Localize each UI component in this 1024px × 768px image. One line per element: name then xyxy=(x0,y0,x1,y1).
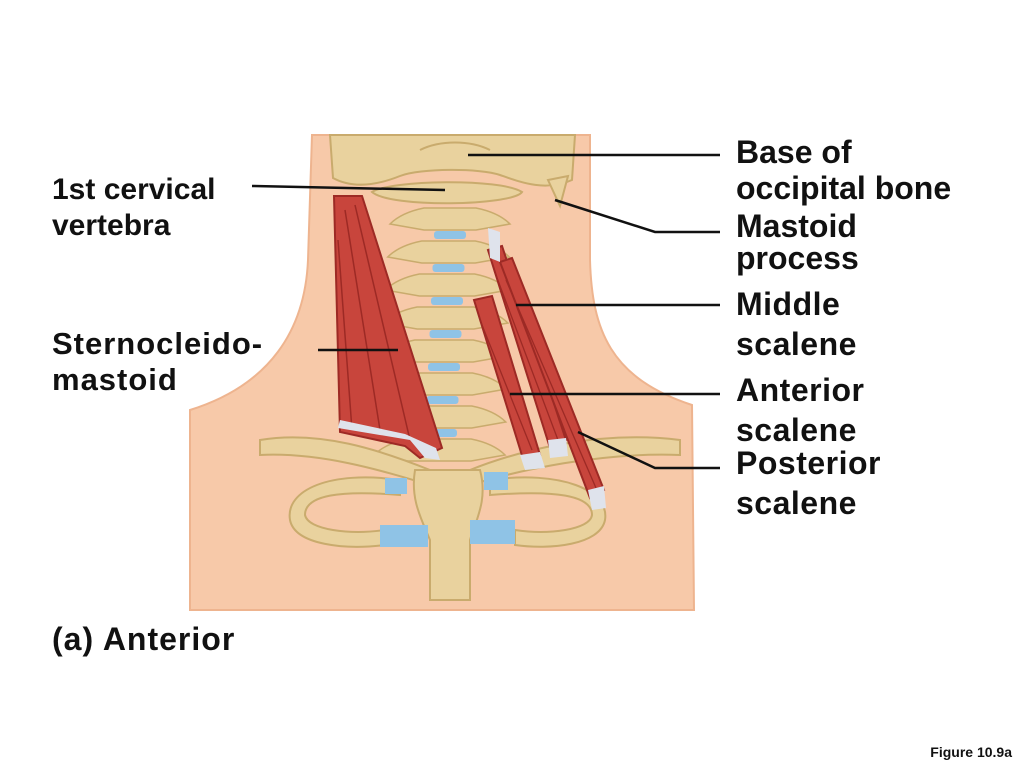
label-sternocleidomastoid: Sternocleido-mastoid xyxy=(52,326,264,397)
mastoid-process xyxy=(546,174,570,209)
intervertebral-disc xyxy=(431,297,463,305)
leader-mastoid xyxy=(554,198,720,234)
right-costal-cartilage xyxy=(484,472,508,490)
leader-lines xyxy=(251,153,720,470)
cervical-vertebra xyxy=(386,240,511,264)
cervical-vertebra xyxy=(388,207,512,231)
left-second-cartilage xyxy=(380,525,428,547)
left-costal-cartilage xyxy=(385,478,407,494)
occipital-bone xyxy=(328,134,577,187)
intervertebral-disc xyxy=(434,231,466,239)
intervertebral-disc xyxy=(426,396,459,404)
scm-tendon xyxy=(338,420,440,460)
intervertebral-disc xyxy=(429,330,462,338)
view-label: (a) Anterior xyxy=(52,621,236,657)
intervertebral-disc xyxy=(432,264,465,272)
sternocleidomastoid-muscle xyxy=(332,195,444,460)
figure-number: Figure 10.9a xyxy=(930,744,1012,760)
leader-c1 xyxy=(251,184,446,192)
leader-posterior-scalene xyxy=(577,430,720,470)
intervertebral-disc xyxy=(428,363,460,371)
cervical-vertebra xyxy=(383,273,511,297)
right-second-cartilage xyxy=(470,520,515,544)
atlas-vertebra xyxy=(370,181,524,205)
sternum xyxy=(412,469,484,601)
